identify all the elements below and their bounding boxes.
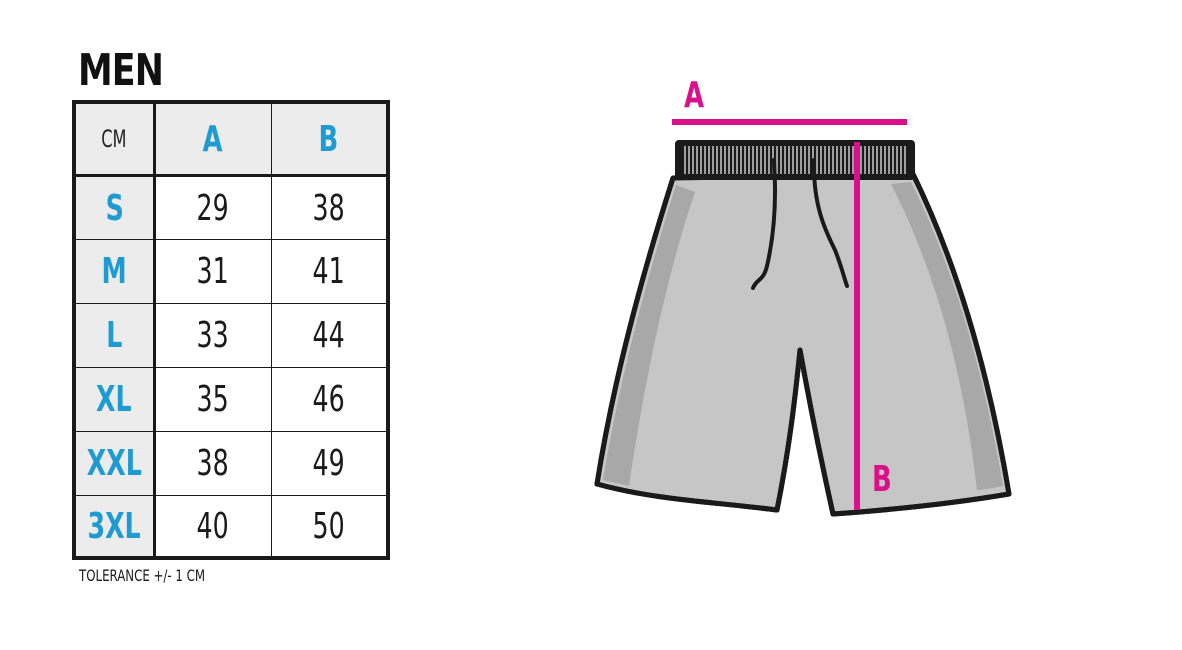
- size-label: L: [106, 315, 123, 357]
- value-cell-a: 40: [153, 495, 272, 559]
- right-side-shade: [891, 182, 1003, 490]
- unit-header-cell: CM: [73, 101, 156, 177]
- drawstring-right: [811, 158, 849, 288]
- value-cell-b: 41: [270, 239, 389, 305]
- size-cell: XL: [73, 367, 156, 433]
- value-cell-a: 29: [153, 174, 272, 241]
- size-cell: S: [73, 174, 156, 241]
- value-cell-b: 50: [270, 495, 389, 559]
- unit-label: CM: [101, 125, 127, 153]
- table-row: XXL 38 49: [73, 431, 389, 497]
- value-cell-a: 38: [153, 431, 272, 497]
- drawstring-left: [751, 158, 777, 290]
- shorts-diagram: A B: [585, 70, 1025, 530]
- size-cell: 3XL: [73, 495, 156, 559]
- measure-a-value: 31: [196, 251, 230, 293]
- column-b-label: B: [318, 118, 339, 160]
- value-cell-a: 31: [153, 239, 272, 305]
- table-row: 3XL 40 50: [73, 495, 389, 559]
- measure-b-value: 41: [312, 251, 345, 293]
- left-side-shade: [603, 185, 695, 486]
- measure-b-value: 46: [312, 379, 345, 421]
- shorts-outline: [594, 172, 1012, 517]
- table-header-row: CM A B: [73, 101, 389, 177]
- value-cell-b: 44: [270, 303, 389, 369]
- table-row: L 33 44: [73, 303, 389, 369]
- measure-b-value: 50: [312, 505, 345, 547]
- size-cell: M: [73, 239, 156, 305]
- measure-a-value: 38: [196, 443, 230, 485]
- table-row: XL 35 46: [73, 367, 389, 433]
- size-chart-table: CM A B S 29 38 M 31 41 L 33 44 XL 35: [72, 100, 390, 560]
- size-label: 3XL: [87, 505, 141, 547]
- value-cell-a: 35: [153, 367, 272, 433]
- column-a-label: A: [202, 118, 224, 160]
- measure-a-value: 35: [196, 379, 230, 421]
- page-title: MEN: [78, 45, 164, 96]
- column-header-a: A: [153, 101, 272, 177]
- measure-a-value: 33: [196, 315, 230, 357]
- measure-b-value: 49: [312, 443, 345, 485]
- value-cell-b: 49: [270, 431, 389, 497]
- value-cell-b: 46: [270, 367, 389, 433]
- size-cell: XXL: [73, 431, 156, 497]
- measure-b-value: 38: [312, 187, 345, 229]
- dimension-a-label: A: [684, 75, 705, 116]
- table-row: S 29 38: [73, 174, 389, 241]
- measure-b-value: 44: [312, 315, 345, 357]
- shorts-icon: [594, 119, 1012, 517]
- dimension-b-label: B: [872, 459, 892, 500]
- measure-a-value: 29: [196, 187, 230, 229]
- column-header-b: B: [270, 101, 389, 177]
- size-label: XL: [96, 379, 133, 421]
- size-label: S: [105, 187, 124, 229]
- size-label: M: [101, 251, 127, 293]
- size-cell: L: [73, 303, 156, 369]
- waistband: [675, 140, 915, 180]
- size-label: XXL: [86, 443, 142, 485]
- value-cell-b: 38: [270, 174, 389, 241]
- tolerance-note: TOLERANCE +/- 1 CM: [79, 566, 206, 585]
- table-row: M 31 41: [73, 239, 389, 305]
- measure-a-value: 40: [196, 505, 230, 547]
- value-cell-a: 33: [153, 303, 272, 369]
